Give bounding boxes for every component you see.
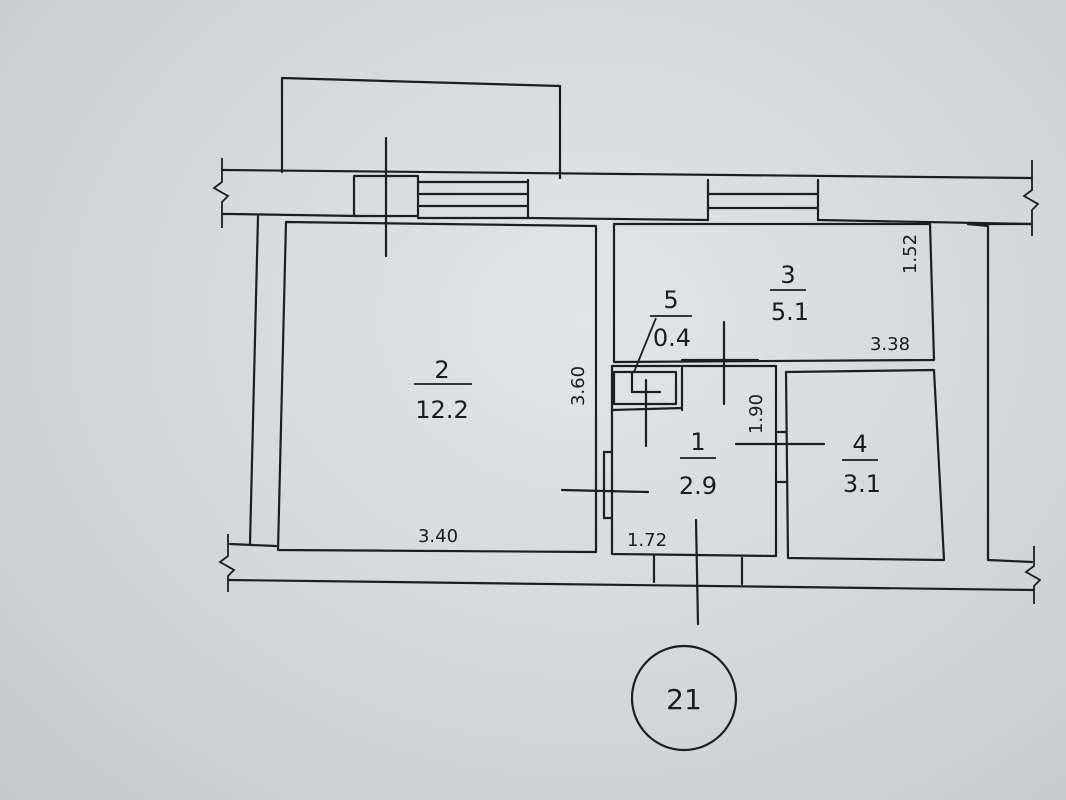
apartment-number-marker: 21 — [630, 644, 738, 752]
room-5-leader — [633, 317, 657, 373]
room-3-number: 3 — [780, 261, 795, 289]
room-1-width-dim: 1.72 — [627, 530, 667, 551]
room-1-number: 1 — [690, 428, 705, 456]
room-2-width-dim: 3.40 — [418, 526, 458, 547]
room-3-area: 5.1 — [771, 298, 809, 326]
room-2-number: 2 — [434, 356, 449, 384]
section-marks — [384, 136, 826, 626]
room-3-depth-dim: 1.52 — [900, 234, 921, 274]
room-4-number: 4 — [852, 430, 867, 458]
balcony — [280, 76, 562, 180]
room-2-area: 12.2 — [415, 396, 468, 424]
room-2-outline — [276, 220, 598, 554]
fraction-bars — [414, 289, 878, 461]
apartment-number: 21 — [666, 683, 702, 716]
room-2-depth-dim: 3.60 — [568, 366, 589, 406]
room-5-area: 0.4 — [653, 324, 691, 352]
room-1-area: 2.9 — [679, 472, 717, 500]
room-4-area: 3.1 — [843, 470, 881, 498]
room-3-outline — [612, 222, 936, 364]
room-4-outline — [784, 368, 946, 562]
room-1-depth-dim: 1.90 — [746, 394, 767, 434]
room-3-width-dim: 3.38 — [870, 334, 910, 355]
room-5-number: 5 — [663, 286, 678, 314]
